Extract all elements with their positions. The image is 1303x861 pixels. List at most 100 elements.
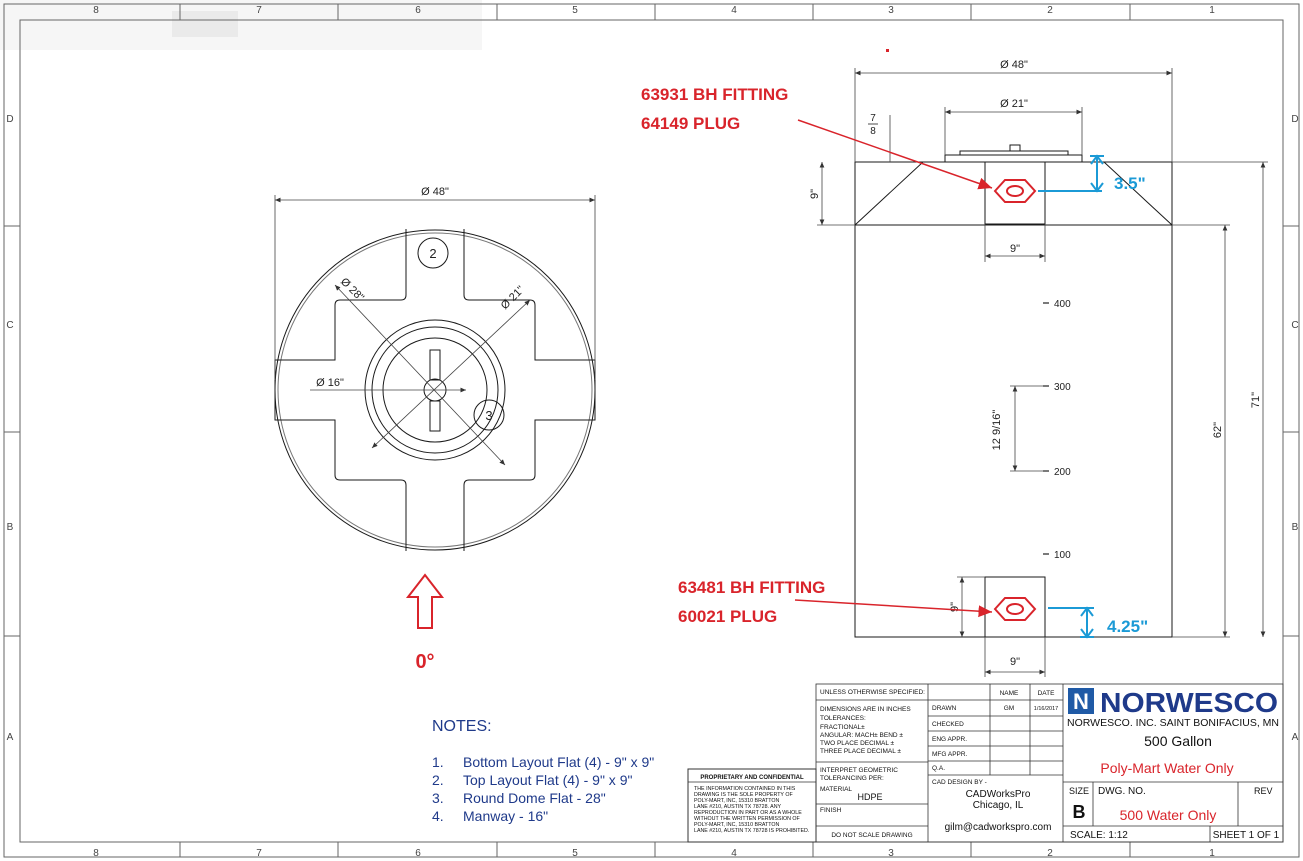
tb-qa: Q.A.: [932, 765, 945, 772]
dim-bottom-flat-h: 9": [949, 602, 961, 612]
callout-leaders: [794, 119, 993, 618]
dim-collar-num: 7: [870, 113, 876, 124]
company-logo-mark: [1068, 688, 1094, 714]
red-dot: [886, 49, 889, 52]
orientation-label: 0°: [415, 651, 434, 673]
bottom-flat: [984, 576, 1046, 638]
tb-interpret: INTERPRET GEOMETRIC: [820, 767, 898, 774]
callout-top-line2: 64149 PLUG: [641, 114, 740, 133]
rev-label: REV: [1254, 786, 1273, 796]
scale-label: SCALE: 1:12: [1070, 830, 1128, 841]
gauge-ticks: [1043, 302, 1049, 555]
dim-dome-h: 9": [809, 189, 821, 199]
note-num: 1.: [432, 754, 444, 770]
note-num: 3.: [432, 790, 444, 806]
offset-markers: [1038, 154, 1104, 639]
part-title: 500 Gallon: [1144, 733, 1212, 749]
lid-slot: [429, 400, 441, 432]
row-label: B: [7, 522, 14, 533]
gauge-100: 100: [1054, 550, 1071, 561]
tb-cad-by: CAD DESIGN BY -: [932, 779, 987, 786]
border-labels: 8 7 6 5 4 3 2 1 8 7 6 5 4 3 2 1 D C B A …: [6, 5, 1298, 859]
proprietary-title: PROPRIETARY AND CONFIDENTIAL: [700, 775, 804, 781]
fittings: [993, 179, 1037, 621]
col-label: 5: [572, 5, 578, 16]
col-label: 4: [731, 848, 737, 859]
offset-labels: 3.5" 4.25": [1107, 174, 1148, 636]
gauge-200: 200: [1054, 467, 1071, 478]
proprietary-line: THE INFORMATION CONTAINED IN THIS: [694, 786, 796, 792]
col-label: 7: [256, 5, 262, 16]
row-label: D: [6, 114, 13, 125]
tb-date-hdr: DATE: [1038, 690, 1056, 697]
tb-checked: CHECKED: [932, 721, 964, 728]
dim-body-h: 62": [1212, 422, 1224, 438]
tb-finish-lbl: FINISH: [820, 807, 842, 814]
toolbar-zoom-box: [172, 11, 238, 37]
tb-dims: DIMENSIONS ARE IN INCHES: [820, 706, 911, 713]
gauge-400: 400: [1054, 299, 1071, 310]
tb-cad-city: Chicago, IL: [973, 800, 1024, 811]
sheet-label: SHEET 1 OF 1: [1213, 830, 1280, 841]
col-label: 6: [415, 5, 421, 16]
side-view-labels: Ø 48" Ø 21" 7 8 9" 9" 9" 9" 12 9/16" 62"…: [809, 59, 1262, 668]
tb-three-place: THREE PLACE DECIMAL ±: [820, 748, 901, 755]
dim-overall-dia: Ø 48": [1000, 59, 1028, 71]
manway-lid-side: [959, 150, 1069, 155]
tb-drawn-date: 1/16/2017: [1034, 706, 1058, 712]
note-num: 2.: [432, 772, 444, 788]
row-label: C: [1291, 320, 1298, 331]
col-label: 7: [256, 848, 262, 859]
dwg-red: 500 Water Only: [1120, 807, 1217, 823]
col-label: 3: [888, 848, 894, 859]
title-block-text: UNLESS OTHERWISE SPECIFIED: NAME DATE DI…: [820, 689, 1058, 839]
dim-diameter: Ø 48": [421, 186, 449, 198]
proprietary-line: DRAWING IS THE SOLE PROPERTY OF: [694, 792, 793, 798]
offset-top: 3.5": [1114, 174, 1146, 193]
flat-3-label: 3: [485, 408, 492, 423]
tb-tolerancing: TOLERANCING PER:: [820, 775, 884, 782]
tb-material: HDPE: [857, 792, 882, 802]
row-label: A: [7, 732, 14, 743]
notes-title: NOTES:: [432, 718, 492, 735]
proprietary-box: PROPRIETARY AND CONFIDENTIAL THE INFORMA…: [687, 768, 817, 843]
col-label: 2: [1047, 848, 1053, 859]
tb-fractional: FRACTIONAL±: [820, 724, 865, 731]
top-view-dims: [274, 195, 596, 466]
tb-tol: TOLERANCES:: [820, 715, 866, 722]
col-label: 2: [1047, 5, 1053, 16]
row-label: A: [1292, 732, 1299, 743]
tb-mfg: MFG APPR.: [932, 751, 968, 758]
size-value: B: [1073, 802, 1086, 822]
row-label: D: [1291, 114, 1298, 125]
side-view: [854, 144, 1173, 638]
proprietary-line: LANE #210, AUSTIN TX 78728. ANY: [694, 804, 782, 810]
col-label: 8: [93, 5, 99, 16]
note-num: 4.: [432, 808, 444, 824]
row-label: C: [6, 320, 13, 331]
gauge-300: 300: [1054, 382, 1071, 393]
side-view-dims: [817, 68, 1268, 677]
proprietary-line: POLY-MART, INC, 15310 BRATTON: [694, 798, 780, 804]
manway-collar: [944, 154, 1083, 163]
border-ticks: [4, 4, 1299, 857]
top-view-labels: Ø 48" Ø 28" Ø 21" Ø 16" 2 3: [316, 186, 527, 423]
tank-body: [854, 161, 1173, 638]
lid-slot: [429, 349, 441, 381]
note-text: Round Dome Flat - 28": [463, 790, 606, 806]
tb-two-place: TWO PLACE DECIMAL ±: [820, 740, 895, 747]
proprietary-line: REPRODUCTION IN PART OR AS A WHOLE: [694, 810, 802, 816]
tb-do-not-scale: DO NOT SCALE DRAWING: [831, 832, 912, 839]
part-red: Poly-Mart Water Only: [1100, 760, 1233, 776]
col-label: 1: [1209, 848, 1215, 859]
dim-manway: Ø 16": [316, 377, 344, 389]
flat-2-label: 2: [429, 246, 436, 261]
dim-gauge: 12 9/16": [991, 410, 1003, 451]
vent-cap: [1009, 144, 1021, 152]
tb-eng: ENG APPR.: [932, 736, 967, 743]
company-line: NORWESCO. INC. SAINT BONIFACIUS, MN: [1067, 717, 1279, 729]
tb-unless: UNLESS OTHERWISE SPECIFIED:: [820, 689, 925, 696]
toolbar-overlay: [0, 0, 482, 50]
proprietary-line: LANE #210, AUSTIN TX 78728 IS PROHIBITED…: [694, 828, 809, 834]
col-label: 5: [572, 848, 578, 859]
